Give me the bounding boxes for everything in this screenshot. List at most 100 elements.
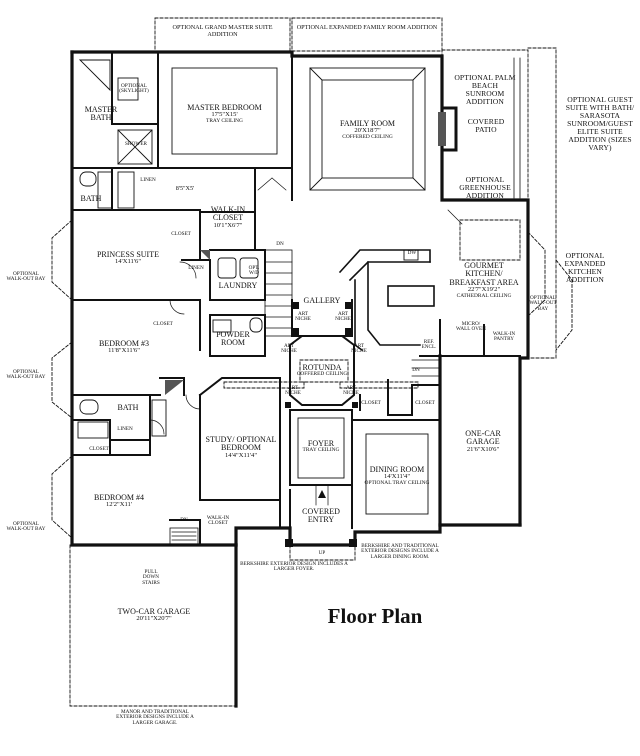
label-art-niche-2: ART NICHE <box>335 311 351 323</box>
label-two-car-garage: TWO-CAR GARAGE 20'11"X20'7" <box>110 607 198 623</box>
dining-room-note: OPTIONAL TRAY CEILING <box>364 480 430 487</box>
label-closet-princess: CLOSET <box>171 231 191 237</box>
label-dining-room: DINING ROOM 14'X11'4" OPTIONAL TRAY CEIL… <box>364 465 430 487</box>
label-micro-wall-oven: MICRO/ WALL OVEN <box>456 321 486 333</box>
coffered-ceiling <box>309 67 426 191</box>
note-berkshire-foyer: BERKSHIRE EXTERIOR DESIGN INCLUDES A LAR… <box>240 561 348 573</box>
study-size: 14'4"X11'4" <box>224 451 258 459</box>
stairs <box>169 249 441 545</box>
master-bedroom-size: 17'5"X15' <box>211 111 238 119</box>
label-foyer: FOYER TRAY CEILING <box>296 439 346 454</box>
label-walk-in-closet2: WALK-IN CLOSET <box>206 515 230 527</box>
corner-block <box>165 380 184 395</box>
gourmet-kitchen-name: GOURMET KITCHEN/ BREAKFAST AREA <box>449 261 519 287</box>
master-tray-ceiling <box>171 67 278 155</box>
corner-block <box>200 250 210 260</box>
label-expanded-kitchen: OPTIONAL EXPANDED KITCHEN ADDITION <box>564 251 606 284</box>
label-greenhouse: OPTIONAL GREENHOUSE ADDITION <box>459 175 511 200</box>
label-ref-encl: REF. ENCL. <box>421 339 437 351</box>
label-walk-in-pantry: WALK-IN PANTRY <box>492 331 516 343</box>
label-shower: SHOWER <box>125 141 147 147</box>
bedroom4-name: BEDROOM #4 <box>93 493 144 502</box>
label-linen-lower: LINEN <box>117 426 133 432</box>
label-bedroom4: BEDROOM #4 12'2"X11' <box>80 493 158 509</box>
columns <box>285 302 358 408</box>
master-bedroom-note: TRAY CEILING <box>206 118 243 125</box>
label-skylight: OPTIONAL (SKYLIGHT) <box>119 83 149 95</box>
two-car-garage-size: 20'11"X20'7" <box>136 615 172 623</box>
label-rotunda: ROTUNDA COFFERED CEILING <box>294 363 350 378</box>
label-walkout-bay-right: OPTIONAL WALK-OUT BAY <box>529 295 557 312</box>
dining-tray-ceiling <box>365 433 429 515</box>
label-dn-lower: DN <box>180 517 188 523</box>
entry-arrow <box>318 490 326 498</box>
label-gourmet-kitchen: GOURMET KITCHEN/ BREAKFAST AREA 22'7"X19… <box>446 261 522 300</box>
label-walkout-bay-left: OPTIONAL WALK-OUT BAY <box>6 271 46 283</box>
label-art-niche-1: ART NICHE <box>295 311 311 323</box>
note-grand-master: OPTIONAL GRAND MASTER SUITE ADDITION <box>172 24 273 38</box>
label-master-bath: MASTER BATH <box>84 105 118 123</box>
label-covered-patio: COVERED PATIO <box>467 117 505 134</box>
foyer-tray-ceiling <box>297 417 345 479</box>
two-car-garage-name: TWO-CAR GARAGE <box>117 607 191 616</box>
bedroom3-size: 11'8"X11'6" <box>108 347 140 355</box>
label-art-niche-4: ART NICHE <box>351 343 367 355</box>
label-guest-suite: OPTIONAL GUEST SUITE WITH BATH/ SARASOTA… <box>565 95 635 152</box>
label-gallery: GALLERY <box>303 296 341 305</box>
bedroom4-size: 12'2"X11' <box>105 501 133 509</box>
rotunda-name: ROTUNDA <box>302 363 342 372</box>
family-room-name: FAMILY ROOM <box>340 119 395 128</box>
label-bath-upper: BATH <box>80 194 102 203</box>
label-dw: DW <box>407 250 417 256</box>
label-bedroom3: BEDROOM #3 11'8"X11'6" <box>80 339 168 355</box>
label-closet-garage: CLOSET <box>415 400 435 406</box>
princess-suite-size: 14'X11'6" <box>114 258 142 266</box>
label-family-room: FAMILY ROOM 20'X18'7" COFFERED CEILING <box>322 119 413 141</box>
note-berkshire-dining: BERKSHIRE AND TRADITIONAL EXTERIOR DESIG… <box>361 543 439 560</box>
one-car-garage-name: ONE-CAR GARAGE <box>465 429 501 447</box>
label-opt-wd: OPT. W/D <box>248 265 260 277</box>
foyer-name: FOYER <box>307 439 335 448</box>
fireplace-hearth <box>438 112 446 146</box>
kitchen-counters <box>338 249 435 352</box>
label-covered-entry: COVERED ENTRY <box>302 507 340 525</box>
label-master-bedroom: MASTER BEDROOM 17'5"X15' TRAY CEILING <box>172 103 277 125</box>
label-palm-beach: OPTIONAL PALM BEACH SUNROOM ADDITION <box>454 73 516 106</box>
dining-room-name: DINING ROOM <box>369 465 425 474</box>
note-expanded-family: OPTIONAL EXPANDED FAMILY ROOM ADDITION <box>296 24 438 31</box>
label-walk-in-closet: WALK-IN CLOSET 10'1"X6'7" <box>200 205 256 230</box>
label-walkout-bay-mid: OPTIONAL WALK-OUT BAY <box>6 369 46 381</box>
label-one-car-garage: ONE-CAR GARAGE 21'6"X10'6" <box>448 429 518 454</box>
label-up: UP <box>318 550 326 556</box>
rotunda-note: COFFERED CEILING <box>296 371 348 378</box>
label-linen-princess: LINEN <box>188 265 204 271</box>
gourmet-kitchen-note: CATHEDRAL CEILING <box>456 293 512 300</box>
patio-posts <box>513 57 521 199</box>
dining-room-size: 14'X11'4" <box>383 473 411 481</box>
label-pull-down-stairs: PULL DOWN STAIRS <box>142 569 160 586</box>
master-bedroom-name: MASTER BEDROOM <box>187 103 262 112</box>
label-closet-size: 8'5"X5' <box>175 185 195 192</box>
family-room-note: COFFERED CEILING <box>342 134 393 141</box>
princess-suite-name: PRINCESS SUITE <box>96 250 159 259</box>
foyer-note: TRAY CEILING <box>302 447 340 454</box>
study-name: STUDY/ OPTIONAL BEDROOM <box>205 435 277 453</box>
label-linen-master: LINEN <box>140 177 156 183</box>
label-art-niche-5: ART NICHE <box>285 385 301 397</box>
label-laundry: LAUNDRY <box>218 281 258 290</box>
label-art-niche-6: ART NICHE <box>343 385 359 397</box>
plan-title: Floor Plan <box>327 604 423 628</box>
label-powder-room: POWDER ROOM <box>216 330 250 348</box>
walk-in-closet-name: WALK-IN CLOSET <box>210 205 246 223</box>
label-closet-bath: CLOSET <box>89 446 109 452</box>
covered-entry-walls <box>285 489 357 547</box>
note-manor-garage: MANOR AND TRADITIONAL EXTERIOR DESIGNS I… <box>116 709 194 726</box>
label-study: STUDY/ OPTIONAL BEDROOM 14'4"X11'4" <box>204 435 278 460</box>
label-bath-lower: BATH <box>117 403 139 412</box>
fireplace <box>440 106 458 152</box>
bedroom3-name: BEDROOM #3 <box>98 339 149 348</box>
label-art-niche-3: ART NICHE <box>281 343 297 355</box>
label-walkout-bay-low: OPTIONAL WALK-OUT BAY <box>6 521 46 533</box>
